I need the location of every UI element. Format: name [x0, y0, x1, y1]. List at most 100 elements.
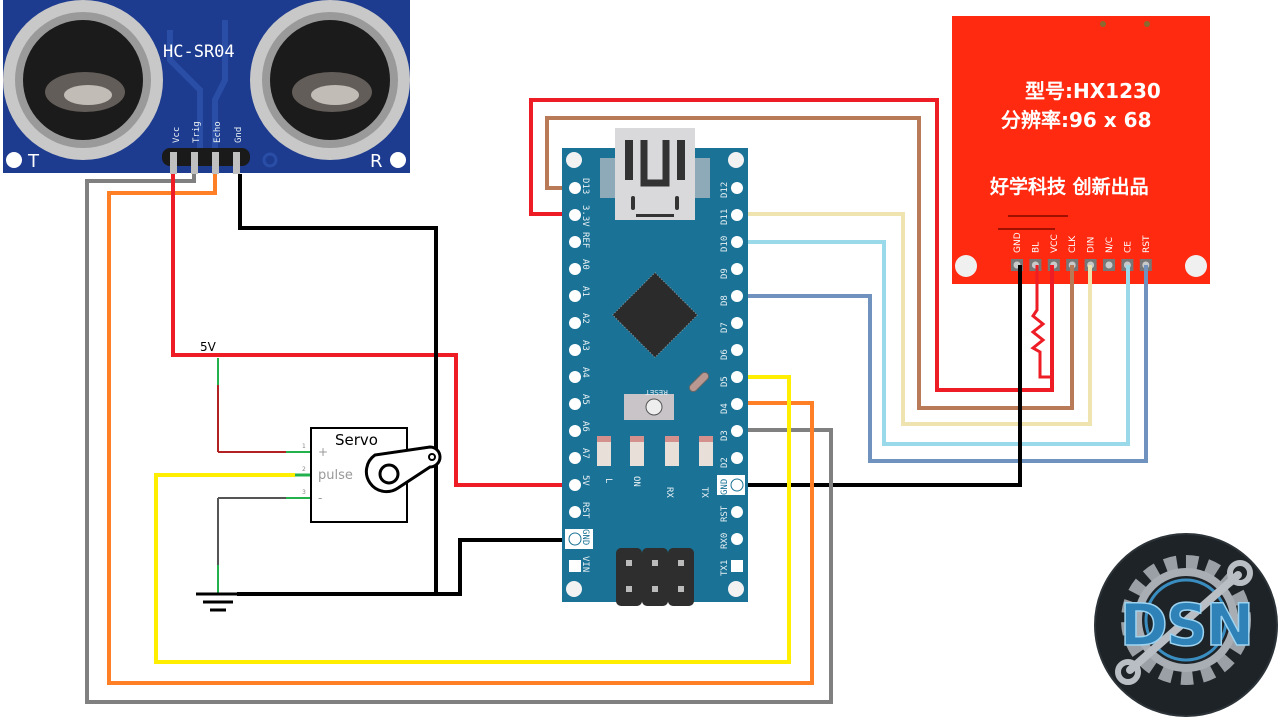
lcd-pin-label-din: DIN: [1087, 237, 1097, 253]
wire-vcc-to-5v-rail: [171, 174, 575, 487]
nano-pin-ref[interactable]: [569, 236, 581, 248]
nano-pin-label-d7-right: D7: [720, 322, 730, 333]
nano-pin-5v[interactable]: [569, 479, 581, 491]
pcb-via: [1144, 21, 1150, 27]
mounting-hole: [728, 152, 744, 168]
nano-pin-a3[interactable]: [569, 344, 581, 356]
nano-pin-label-d12-right: D12: [720, 182, 730, 198]
mounting-hole: [390, 152, 406, 168]
nano-pin-d6-right[interactable]: [731, 344, 743, 356]
power-5v-label: 5V: [200, 340, 217, 354]
servo-title: Servo: [335, 431, 378, 449]
nano-pin-label-a5: A5: [580, 394, 590, 405]
nano-pin-d7-right[interactable]: [731, 317, 743, 329]
nano-pin-label-rst: RST: [580, 502, 590, 519]
pin-echo[interactable]: [212, 152, 219, 174]
pin-label-vcc: Vcc: [172, 127, 182, 143]
wire-ground-to-nano-gnd: [237, 538, 575, 596]
nano-pin-label-a0: A0: [580, 259, 590, 270]
pin-vcc[interactable]: [170, 152, 177, 174]
nano-pin-d3-right[interactable]: [731, 425, 743, 437]
nano-pin-gnd-right[interactable]: [730, 478, 744, 492]
reset-button[interactable]: [624, 394, 674, 420]
nano-pin-a6[interactable]: [569, 425, 581, 437]
lcd-board: [952, 16, 1210, 284]
nano-pin-d2-right[interactable]: [731, 452, 743, 464]
pin-header: [162, 148, 250, 166]
led-label-on: ON: [631, 476, 641, 487]
nano-pin-d11-right[interactable]: [731, 209, 743, 221]
pin-label-echo: Echo: [213, 121, 223, 143]
nano-pin-label-d11-right: D11: [720, 209, 730, 225]
mounting-hole: [566, 152, 582, 168]
lcd-pin-label-vcc: VCC: [1050, 234, 1060, 253]
nano-pin-rst[interactable]: [569, 506, 581, 518]
nano-pin-rx0-right[interactable]: [731, 533, 743, 545]
nano-pin-label-gnd-right: GND: [720, 479, 730, 495]
nano-pin-rst-right[interactable]: [731, 506, 743, 518]
nano-pin-label-d2-right: D2: [720, 457, 730, 468]
nano-pin-label-a3: A3: [580, 340, 590, 351]
wire-lcd-din-to-d11: [737, 212, 1092, 426]
arduino-nano-board: RESET L ON RX TX D133.3VREFA0A1A2A3A4A5A…: [562, 128, 748, 606]
wire-lcd-ce-to-d10: [737, 240, 1130, 446]
nano-pin-label-rx0-right: RX0: [720, 533, 730, 549]
wire-servo-pulse-to-d5: [154, 375, 791, 664]
hc-sr04-module: HC-SR04 T R Vcc Trig Echo Gnd: [3, 0, 410, 174]
nano-pin-vin[interactable]: [569, 560, 581, 572]
nano-pin-a4[interactable]: [569, 371, 581, 383]
nano-pin-d9-right[interactable]: [731, 263, 743, 275]
lcd-pin-label-rst: RST: [1142, 235, 1152, 253]
servo-pin-3-number: 3: [302, 489, 306, 496]
nano-pin-d8-right[interactable]: [731, 290, 743, 302]
nano-pin-d4-right[interactable]: [731, 398, 743, 410]
nano-pin-label-d5-right: D5: [720, 376, 730, 387]
transmitter-label: T: [27, 151, 40, 172]
wire-lcd-vcc-to-3v3: [529, 98, 1054, 392]
nano-pcb: [562, 148, 748, 602]
lcd-model-text: 型号:HX1230: [1025, 79, 1161, 103]
dsn-logo-text: DSN: [1120, 591, 1252, 659]
lcd-pin-label-n-c: N/C: [1105, 237, 1115, 253]
lcd-pin-n-c[interactable]: [1105, 261, 1113, 269]
servo-pin-1-number: 1: [302, 443, 306, 450]
mounting-hole: [566, 581, 582, 597]
pin-gnd[interactable]: [233, 152, 240, 174]
pcb-trace: [167, 30, 203, 150]
nano-pin-tx1-right[interactable]: [731, 560, 743, 572]
nano-pin-d5-right[interactable]: [731, 371, 743, 383]
pin-trig[interactable]: [191, 152, 198, 174]
nano-pin-d13[interactable]: [569, 182, 581, 194]
pin-label-trig: Trig: [192, 121, 202, 143]
nano-pin-label-gnd: GND: [580, 529, 590, 545]
icsp-header: [616, 548, 694, 606]
servo-pin-plus-label: +: [318, 445, 328, 459]
transmitter-transducer: [3, 0, 163, 160]
lcd-resolution-text: 分辨率:96 x 68: [1001, 108, 1152, 132]
nano-pin-d10-right[interactable]: [731, 236, 743, 248]
nano-pin-a2[interactable]: [569, 317, 581, 329]
servo-pin-pulse-label: pulse: [318, 468, 353, 483]
crystal: [688, 371, 710, 393]
nano-pin-label-rst-right: RST: [720, 505, 730, 522]
nano-pin-a7[interactable]: [569, 452, 581, 464]
led-rx: [665, 436, 679, 466]
led-label-rx: RX: [664, 487, 674, 498]
nano-pin-a0[interactable]: [569, 263, 581, 275]
lcd-pin-label-gnd: GND: [1013, 232, 1023, 253]
servo-horn-icon: [364, 445, 442, 494]
nano-pin-3-3v[interactable]: [569, 209, 581, 221]
dsn-logo: DSN: [1094, 533, 1278, 717]
nano-pin-a5[interactable]: [569, 398, 581, 410]
hc-sr04-title: HC-SR04: [163, 42, 235, 62]
wire-echo-to-d4: [107, 174, 814, 685]
wire-trig-to-d3: [85, 174, 833, 704]
reset-label: RESET: [645, 388, 668, 396]
nano-pin-gnd[interactable]: [568, 532, 582, 546]
led-l: [597, 436, 611, 466]
receiver-transducer: [250, 0, 410, 160]
nano-pin-d12-right[interactable]: [731, 182, 743, 194]
nano-pin-label-d10-right: D10: [720, 236, 730, 252]
nano-pin-a1[interactable]: [569, 290, 581, 302]
